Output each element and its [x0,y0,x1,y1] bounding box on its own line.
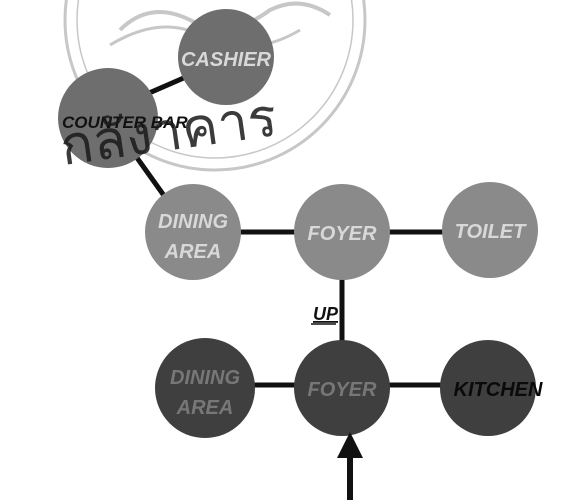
dining-area-upper-node [145,184,241,280]
kitchen-node [440,340,536,436]
kitchen-label: KITCHEN [454,379,543,401]
cashier-label: CASHIER [181,49,272,71]
foyer-upper-node [294,184,390,280]
dining-area-upper-line2: AREA [164,241,222,263]
lower-floor: DINING AREA FOYER KITCHEN [155,338,543,438]
toilet-node [442,182,538,278]
entry-arrow-icon [337,432,363,500]
dining-area-lower-line1: DINING [170,367,240,389]
dining-area-lower-node [155,338,255,438]
dining-area-lower-line2: AREA [176,397,234,419]
upper-floor: COUNTER BAR CASHIER DINING AREA FOYER TO… [58,9,538,280]
foyer-lower-label: FOYER [308,379,377,401]
counter-bar-label: COUNTER BAR [62,113,188,132]
foyer-lower-node [294,340,390,436]
dining-area-upper-line1: DINING [158,211,228,233]
foyer-upper-label: FOYER [308,223,377,245]
counter-bar-node [58,68,158,168]
cashier-node [178,9,274,105]
up-label: UP [313,304,339,324]
toilet-label: TOILET [455,221,528,243]
